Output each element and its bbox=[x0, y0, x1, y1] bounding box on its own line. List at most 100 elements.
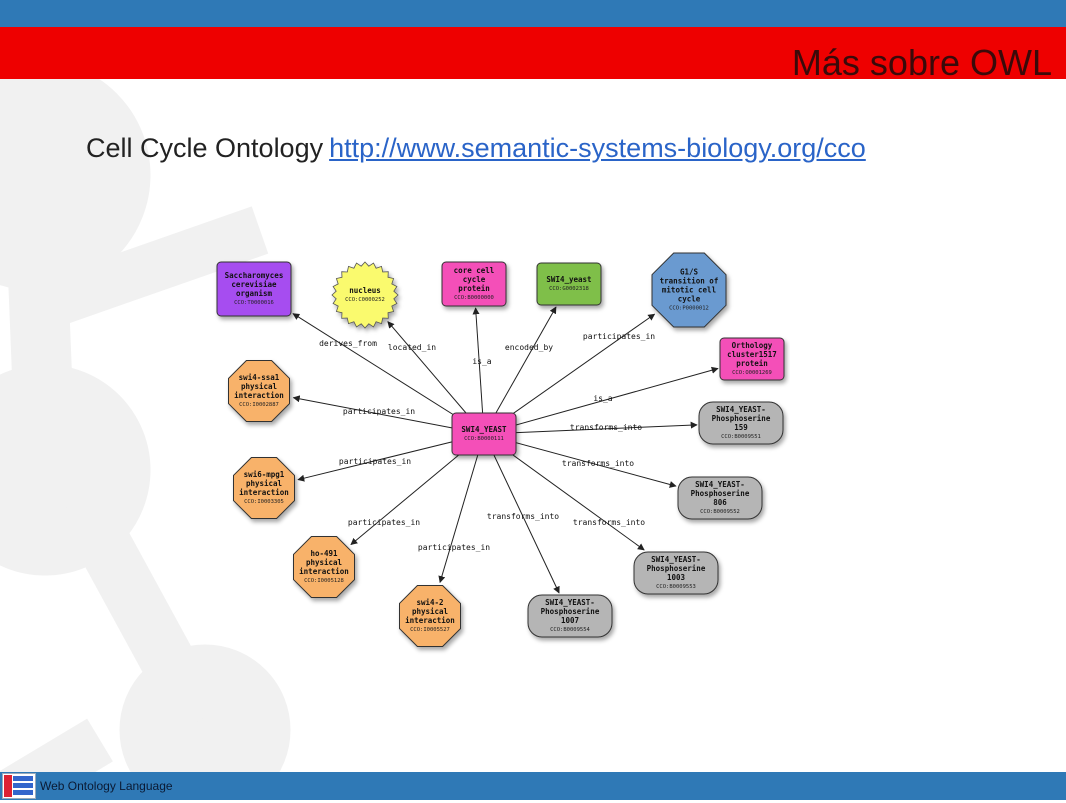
node-shape bbox=[451, 412, 517, 456]
node-id: CCO:B0009553 bbox=[656, 584, 696, 590]
node-shape bbox=[651, 252, 727, 328]
node-name: interaction bbox=[405, 616, 455, 625]
node-shape bbox=[677, 476, 763, 520]
relation-label: transforms_into bbox=[562, 459, 634, 468]
node-shape bbox=[331, 261, 399, 329]
node-name: ho-491 bbox=[310, 549, 338, 558]
center-node: SWI4_YEAST CCO:B0000111 bbox=[451, 412, 517, 456]
node-id: CCO:I0005128 bbox=[304, 578, 344, 584]
relation-edge bbox=[292, 313, 485, 435]
node-name: G1/S bbox=[680, 268, 699, 277]
relation-label: is_a bbox=[593, 394, 612, 403]
relation-label: located_in bbox=[388, 343, 436, 352]
node-name: SWI4_YEAST bbox=[461, 425, 507, 434]
node-id: CCO:I0005527 bbox=[410, 627, 450, 633]
node-name: core cell bbox=[454, 266, 495, 275]
node-id: CCO:B0009551 bbox=[721, 434, 761, 440]
node-id: CCO:B0009554 bbox=[550, 627, 590, 633]
relation-label: participates_in bbox=[348, 518, 420, 527]
node-id: CCO:B0000111 bbox=[464, 436, 504, 442]
node-name: interaction bbox=[239, 488, 289, 497]
relation-label: derives_from bbox=[319, 339, 377, 348]
footer-text: Web Ontology Language bbox=[40, 779, 173, 793]
node-name: swi6-mpg1 bbox=[244, 470, 285, 479]
node-name: organism bbox=[236, 289, 273, 298]
node-name: mitotic cell bbox=[662, 286, 716, 295]
node-name: nucleus bbox=[349, 286, 381, 295]
node-name: SWI4_YEAST- bbox=[545, 598, 595, 607]
node-name: physical bbox=[241, 382, 277, 391]
node-name: physical bbox=[412, 607, 448, 616]
node-shape bbox=[441, 261, 507, 307]
node-shape bbox=[216, 261, 292, 317]
node-id: CCO:B0009552 bbox=[700, 509, 740, 515]
node-shape bbox=[698, 401, 784, 445]
relation-edge bbox=[483, 433, 560, 594]
header-blue-band bbox=[0, 0, 1066, 27]
node-name: protein bbox=[458, 284, 490, 293]
node-id: CCO:T0000016 bbox=[234, 300, 274, 306]
node-name: cluster1517 bbox=[727, 350, 777, 359]
node-id: CCO:I0002887 bbox=[239, 402, 279, 408]
node-name: Orthology bbox=[732, 341, 773, 350]
slide-title: Más sobre OWL bbox=[791, 42, 1052, 83]
relation-label: transforms_into bbox=[573, 518, 645, 527]
node-id: CCO:B0000000 bbox=[454, 295, 494, 301]
cco-link[interactable]: http://www.semantic-systems-biology.org/… bbox=[329, 133, 866, 163]
node-shape bbox=[233, 457, 295, 519]
node-id: CCO:I0003305 bbox=[244, 499, 284, 505]
footer-bar bbox=[0, 772, 1066, 800]
node-shape bbox=[293, 536, 355, 598]
node-name: 159 bbox=[734, 423, 748, 432]
relation-label: participates_in bbox=[418, 543, 490, 552]
node-name: physical bbox=[306, 558, 342, 567]
node-name: swi4-ssa1 bbox=[239, 373, 280, 382]
node-name: interaction bbox=[299, 567, 349, 576]
node-name: cycle bbox=[678, 295, 701, 304]
node-name: SWI4_YEAST- bbox=[716, 405, 766, 414]
node-name: cycle bbox=[463, 275, 486, 284]
node-name: 1007 bbox=[561, 616, 579, 625]
relation-edge bbox=[438, 433, 485, 584]
node-name: SWI4_YEAST- bbox=[651, 555, 701, 564]
relation-label: participates_in bbox=[339, 457, 411, 466]
node-name: interaction bbox=[234, 391, 284, 400]
node-name: Saccharomyces bbox=[225, 271, 284, 280]
node-id: CCO:C0000252 bbox=[345, 297, 385, 303]
node-name: protein bbox=[736, 359, 768, 368]
node-name: Phosphoserine bbox=[712, 414, 771, 423]
subtitle-text: Cell Cycle Ontology bbox=[86, 133, 324, 163]
node-name: SWI4_yeast bbox=[546, 275, 591, 284]
relation-label: is_a bbox=[472, 357, 491, 366]
node-id: CCO:P0000012 bbox=[669, 306, 709, 312]
node-shape bbox=[633, 551, 719, 595]
logo-icon bbox=[4, 775, 33, 797]
node-name: 1003 bbox=[667, 573, 686, 582]
node-shape bbox=[719, 337, 785, 381]
node-name: transition of bbox=[660, 277, 719, 286]
node-name: cerevisiae bbox=[231, 280, 277, 289]
node-shape bbox=[228, 360, 290, 422]
relation-label: transforms_into bbox=[487, 512, 559, 521]
relation-label: participates_in bbox=[583, 332, 655, 341]
logo bbox=[2, 773, 36, 799]
node-name: SWI4_YEAST- bbox=[695, 480, 745, 489]
relation-edge bbox=[483, 421, 698, 435]
node-id: CCO:G0002318 bbox=[549, 286, 589, 292]
node-name: Phosphoserine bbox=[541, 607, 600, 616]
node-name: swi4-2 bbox=[416, 598, 443, 607]
relation-label: transforms_into bbox=[570, 423, 642, 432]
node-name: physical bbox=[246, 479, 282, 488]
